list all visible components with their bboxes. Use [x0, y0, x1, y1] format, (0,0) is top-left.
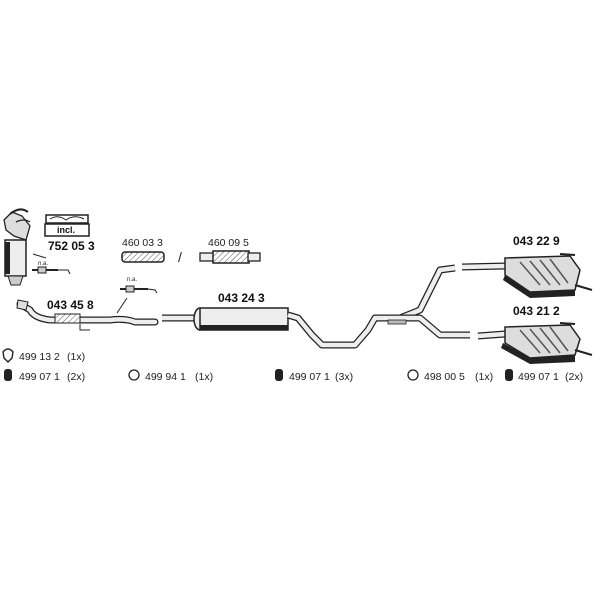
rubber-hanger-icon — [4, 369, 12, 381]
accessory-499071-b[interactable]: 499 07 1 (3x) — [275, 369, 353, 383]
separator: / — [178, 249, 182, 265]
accessory-number: 499 13 2 — [19, 351, 60, 363]
oxygen-sensor-icon — [32, 266, 71, 275]
accessory-qty: (2x) — [67, 371, 85, 383]
flex-pipe-460095[interactable] — [199, 250, 261, 264]
sensor-note-front: n.a. — [127, 277, 137, 283]
rubber-hanger-icon — [505, 369, 513, 381]
part-number-043229: 043 22 9 — [513, 234, 560, 248]
accessory-qty: (2x) — [565, 371, 583, 383]
sensor-note: n.a. — [38, 261, 48, 267]
accessory-qty: (1x) — [195, 371, 213, 383]
accessory-499071-c[interactable]: 499 07 1 (2x) — [505, 369, 583, 383]
accessory-499132[interactable]: 499 13 2 (1x) — [2, 348, 85, 363]
part-number-043212: 043 21 2 — [513, 304, 560, 318]
accessory-number: 499 94 1 — [145, 371, 186, 383]
rubber-hanger-icon — [275, 369, 283, 381]
accessory-number: 498 00 5 — [424, 371, 465, 383]
part-number-460033: 460 03 3 — [122, 237, 163, 249]
gasket-ring-icon — [2, 348, 14, 363]
accessory-qty: (3x) — [335, 371, 353, 383]
rear-muffler-043229[interactable] — [461, 253, 593, 298]
flex-pipe-460033[interactable] — [121, 251, 165, 263]
incl-label: incl. — [57, 225, 75, 235]
manifold-catalyst-part[interactable]: incl. 752 05 3 n.a. — [3, 208, 95, 286]
clamp-ring-icon — [128, 369, 140, 381]
accessory-number: 499 07 1 — [19, 371, 60, 383]
incl-badge: incl. — [44, 214, 90, 237]
accessory-499071-a[interactable]: 499 07 1 (2x) — [4, 369, 85, 383]
accessory-qty: (1x) — [475, 371, 493, 383]
part-number-043243: 043 24 3 — [218, 291, 265, 305]
accessory-499941[interactable]: 499 94 1 (1x) — [128, 369, 213, 383]
center-muffler-043243[interactable] — [162, 264, 470, 349]
oxygen-sensor-front-icon — [116, 285, 158, 314]
accessory-498005[interactable]: 498 00 5 (1x) — [407, 369, 493, 383]
clamp-ring-icon — [407, 369, 419, 381]
part-number-043458: 043 45 8 — [47, 298, 94, 312]
accessory-number: 499 07 1 — [518, 371, 559, 383]
part-number-752053: 752 05 3 — [48, 239, 95, 253]
accessory-number: 499 07 1 — [289, 371, 330, 383]
rear-muffler-043212[interactable] — [477, 322, 593, 364]
part-number-460095: 460 09 5 — [208, 237, 249, 249]
front-pipe-043458[interactable] — [16, 299, 159, 331]
accessory-qty: (1x) — [67, 351, 85, 363]
